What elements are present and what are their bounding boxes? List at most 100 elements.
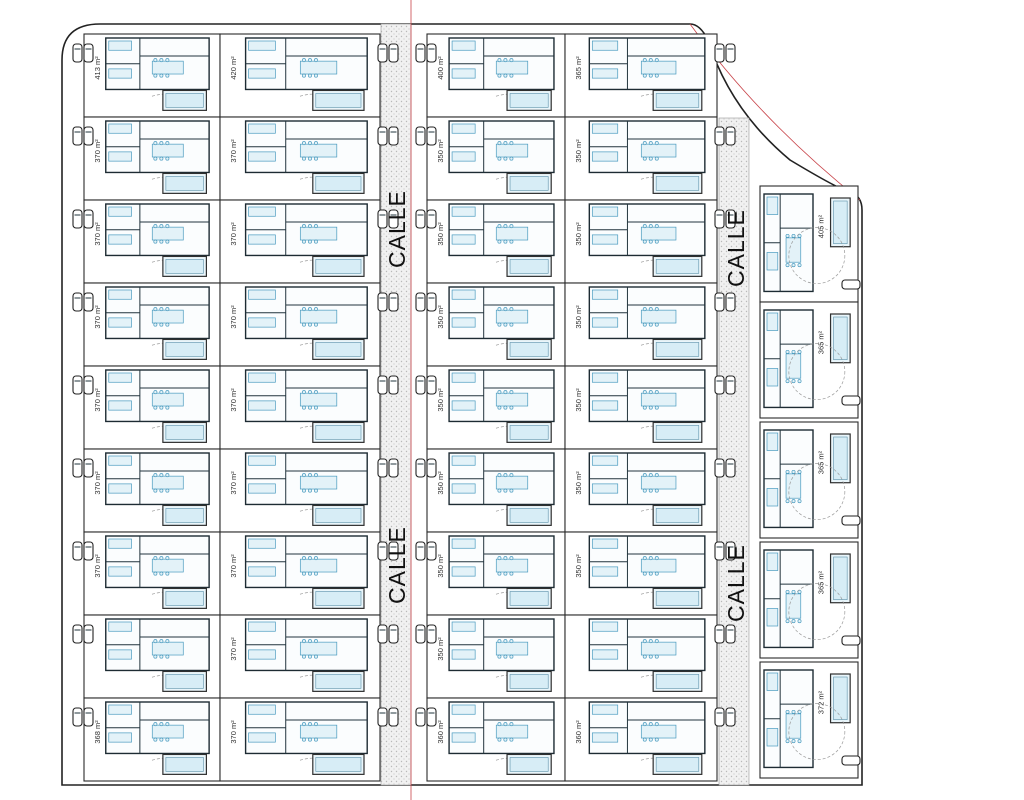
lot: 370 m² [72,282,221,367]
lot-area-label: 370 m² [93,471,102,495]
lot-area-label: 372 m² [817,690,826,714]
lot: 365 m² [564,33,736,118]
lot-area-label: 350 m² [436,139,445,163]
lot-area-label: 350 m² [574,554,583,578]
lot-area-label: 370 m² [229,554,238,578]
lot: 413 m² [72,33,221,118]
lot-area-label: 350 m² [574,388,583,412]
lot-area-label: 350 m² [574,139,583,163]
car-icon [426,209,437,229]
lot: 365 m² [759,301,861,419]
lot-area-label: 350 m² [436,222,445,246]
lot: 350 m² [564,199,736,284]
street-label-right-upper: CALLE [723,209,749,287]
car-icon [725,375,736,395]
car-icon [377,707,388,727]
car-icon [72,458,83,478]
car-icon [426,624,437,644]
lot-area-label: 400 m² [436,56,445,80]
car-icon [415,43,426,63]
lot: 370 m² [219,116,399,201]
car-icon [83,126,94,146]
lot-area-label: 370 m² [229,388,238,412]
car-icon [388,43,399,63]
lot-area-label: 350 m² [574,222,583,246]
car-icon [83,458,94,478]
lot: 370 m² [72,199,221,284]
lot-area-label: 360 m² [574,720,583,744]
lot-area-label: 370 m² [229,637,238,661]
lot: 350 m² [415,531,566,616]
car-icon [388,292,399,312]
lot-area-label: 350 m² [574,305,583,329]
car-icon [83,624,94,644]
car-icon [415,126,426,146]
lot: 350 m² [564,282,736,367]
lot: 365 m² [759,421,861,539]
car-icon [415,292,426,312]
car-icon [72,375,83,395]
car-icon [388,458,399,478]
car-icon [377,292,388,312]
car-icon [415,375,426,395]
lot: 400 m² [415,33,566,118]
car-icon [388,126,399,146]
lot-area-label: 370 m² [229,720,238,744]
car-icon [72,43,83,63]
lot-area-label: 350 m² [436,637,445,661]
car-icon [377,624,388,644]
car-icon [714,126,725,146]
lot: 360 m² [415,697,566,782]
car-icon [714,292,725,312]
lot-area-label: 413 m² [93,56,102,80]
lot-area-label: 370 m² [93,139,102,163]
car-icon [841,515,861,526]
lot: 365 m² [759,541,861,659]
lot: 350 m² [415,282,566,367]
lot-area-label: 370 m² [229,222,238,246]
car-icon [72,126,83,146]
lot: 370 m² [219,531,399,616]
street-label-center-upper: CALLE [384,190,410,268]
lot: 350 m² [415,448,566,533]
car-icon [72,292,83,312]
car-icon [714,624,725,644]
street-label-center-lower: CALLE [384,526,410,604]
car-icon [415,209,426,229]
lot: 370 m² [72,448,221,533]
lot [72,614,221,699]
car-icon [714,43,725,63]
lot-area-label: 370 m² [229,139,238,163]
lot: 370 m² [219,448,399,533]
lot-area-label: 350 m² [436,471,445,495]
car-icon [83,43,94,63]
car-icon [388,624,399,644]
lot: 350 m² [415,199,566,284]
car-icon [841,395,861,406]
car-icon [714,707,725,727]
car-icon [426,541,437,561]
lot: 370 m² [72,365,221,450]
car-icon [426,375,437,395]
car-icon [415,541,426,561]
lot-area-label: 370 m² [229,471,238,495]
lot-area-label: 420 m² [229,56,238,80]
lot-area-label: 365 m² [817,330,826,354]
lot: 368 m² [72,697,221,782]
lot: 350 m² [415,614,566,699]
street-label-right-lower: CALLE [723,544,749,622]
car-icon [388,375,399,395]
lot-area-label: 350 m² [436,554,445,578]
lot-area-label: 350 m² [574,471,583,495]
lot-area-label: 350 m² [436,305,445,329]
lot: 350 m² [564,116,736,201]
lot: 372 m² [759,661,861,779]
car-icon [83,707,94,727]
car-icon [377,375,388,395]
car-icon [415,624,426,644]
lot-area-label: 370 m² [93,554,102,578]
lot: 350 m² [564,448,736,533]
car-icon [72,541,83,561]
lot-area-label: 365 m² [817,450,826,474]
